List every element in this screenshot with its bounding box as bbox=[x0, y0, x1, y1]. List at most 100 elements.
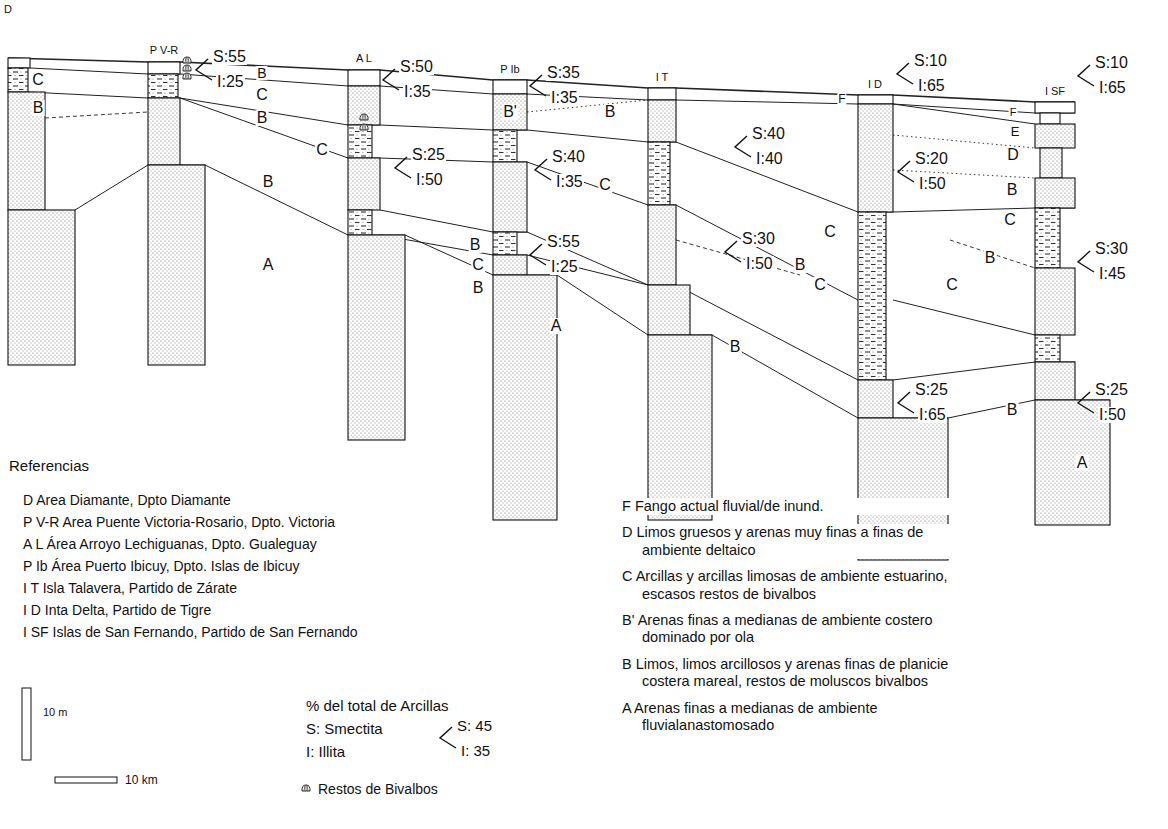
unit-letter: B bbox=[1006, 182, 1019, 198]
smectite-value: S:35 bbox=[546, 65, 581, 81]
column-layer bbox=[648, 142, 670, 205]
column-layer bbox=[1035, 178, 1075, 208]
unit-letter: E bbox=[1010, 125, 1021, 138]
unit-description: B' Arenas finas a medianas de ambiente c… bbox=[622, 612, 962, 647]
locality-reference: I D Inta Delta, Partido de Tigre bbox=[22, 603, 212, 617]
unit-letter: A bbox=[550, 318, 563, 334]
stratigraphic-columns bbox=[8, 58, 1110, 560]
column-layer bbox=[1035, 335, 1060, 362]
column-layer bbox=[858, 212, 886, 380]
unit-letter: C bbox=[598, 177, 612, 193]
scale-label: 10 m bbox=[42, 707, 68, 718]
illite-value: I:65 bbox=[918, 407, 947, 423]
key-item: S: Smectita bbox=[305, 721, 384, 736]
bivalve-symbol bbox=[360, 124, 368, 130]
legend-entry: Restos de Bivalbos bbox=[318, 782, 438, 796]
unit-letter: B bbox=[1006, 402, 1019, 418]
illite-value: I:35 bbox=[555, 174, 584, 190]
clay-leader bbox=[1078, 65, 1094, 86]
illite-value: I:50 bbox=[918, 176, 947, 192]
locality-reference: P Ib Área Puerto Ibicuy, Dpto. Islas de … bbox=[22, 559, 301, 573]
smectite-value: S:30 bbox=[741, 231, 776, 247]
column-layer bbox=[8, 92, 45, 210]
smectite-value: S:25 bbox=[411, 147, 446, 163]
smectite-value: S:55 bbox=[546, 234, 581, 250]
column-layer bbox=[348, 158, 380, 210]
column-layer bbox=[1035, 362, 1075, 400]
correlation-line bbox=[950, 240, 1035, 268]
column-layer bbox=[858, 104, 893, 212]
key-value: S: 45 bbox=[456, 718, 493, 733]
unit-description: B Limos, limos arcillosos y arenas finas… bbox=[622, 656, 962, 691]
column-layer bbox=[348, 235, 405, 440]
clay-leader bbox=[735, 136, 751, 157]
correlation-line bbox=[893, 170, 1035, 178]
correlation-line bbox=[380, 235, 1075, 380]
column-layer bbox=[148, 165, 205, 365]
vertical-scale bbox=[22, 688, 31, 760]
unit-description: D Limos gruesos y arenas muy finas a fin… bbox=[622, 524, 962, 559]
unit-letter: C bbox=[945, 277, 959, 293]
column-layer bbox=[1035, 268, 1075, 335]
smectite-value: S:25 bbox=[1094, 382, 1129, 398]
bivalve-symbol bbox=[360, 114, 368, 120]
column-layer bbox=[1040, 148, 1062, 178]
bivalve-symbol bbox=[183, 57, 191, 63]
column-layer bbox=[348, 86, 380, 125]
illite-value: I:65 bbox=[1098, 80, 1127, 96]
key-value: I: 35 bbox=[460, 743, 491, 758]
unit-letter: B bbox=[256, 110, 269, 126]
column-layer bbox=[648, 100, 676, 142]
illite-value: I:45 bbox=[1098, 266, 1127, 282]
unit-letter: B bbox=[256, 66, 267, 80]
smectite-value: S:55 bbox=[212, 49, 247, 65]
key-item: I: Illita bbox=[305, 744, 346, 759]
unit-letter: B bbox=[729, 339, 742, 355]
clay-leader bbox=[897, 63, 913, 84]
illite-value: I:25 bbox=[216, 74, 245, 90]
correlation-line bbox=[893, 104, 1035, 124]
scale-label: 10 km bbox=[124, 774, 159, 786]
column-layer bbox=[148, 74, 178, 98]
legend-heading: Referencias bbox=[8, 458, 90, 473]
column-layer bbox=[8, 210, 75, 365]
unit-letter: C bbox=[255, 87, 269, 103]
unit-letter: D bbox=[1006, 147, 1020, 163]
column-layer bbox=[8, 58, 30, 68]
clay-leader bbox=[395, 157, 411, 178]
unit-description: F Fango actual fluvial/de inund. bbox=[622, 498, 962, 515]
unit-letter: C bbox=[823, 224, 837, 240]
illite-value: I:35 bbox=[403, 84, 432, 100]
column-header: P V-R bbox=[149, 45, 180, 56]
column-layer bbox=[148, 98, 180, 165]
bivalve-remains bbox=[183, 57, 368, 791]
column-header: I D bbox=[867, 79, 883, 90]
column-layer bbox=[493, 255, 527, 275]
column-layer bbox=[348, 70, 380, 86]
column-layer bbox=[1040, 113, 1060, 124]
column-header: I T bbox=[655, 72, 670, 83]
clay-leader bbox=[898, 392, 914, 413]
locality-reference: I T Isla Talavera, Partido de Zárate bbox=[22, 581, 238, 595]
illite-value: I:35 bbox=[550, 90, 579, 106]
area-code: D bbox=[3, 4, 13, 15]
clay-leader bbox=[1078, 251, 1094, 272]
locality-reference: I SF Islas de San Fernando, Partido de S… bbox=[22, 625, 359, 639]
horizontal-scale bbox=[55, 777, 117, 783]
column-layer bbox=[648, 205, 676, 285]
smectite-value: S:25 bbox=[914, 382, 949, 398]
locality-reference: D Area Diamante, Dpto Diamante bbox=[22, 493, 232, 507]
unit-letter: B bbox=[472, 280, 485, 296]
column-layer bbox=[1035, 102, 1075, 113]
illite-value: I:25 bbox=[550, 259, 579, 275]
correlation-lines bbox=[8, 58, 1110, 418]
clay-leader bbox=[440, 727, 456, 748]
smectite-value: S:50 bbox=[399, 59, 434, 75]
illite-value: I:40 bbox=[755, 151, 784, 167]
unit-description: A Arenas finas a medianas de ambiente fl… bbox=[622, 700, 962, 735]
column-layer bbox=[858, 95, 893, 104]
unit-letter: C bbox=[471, 257, 485, 273]
unit-letter: B bbox=[984, 250, 997, 266]
smectite-value: S:40 bbox=[751, 126, 786, 142]
